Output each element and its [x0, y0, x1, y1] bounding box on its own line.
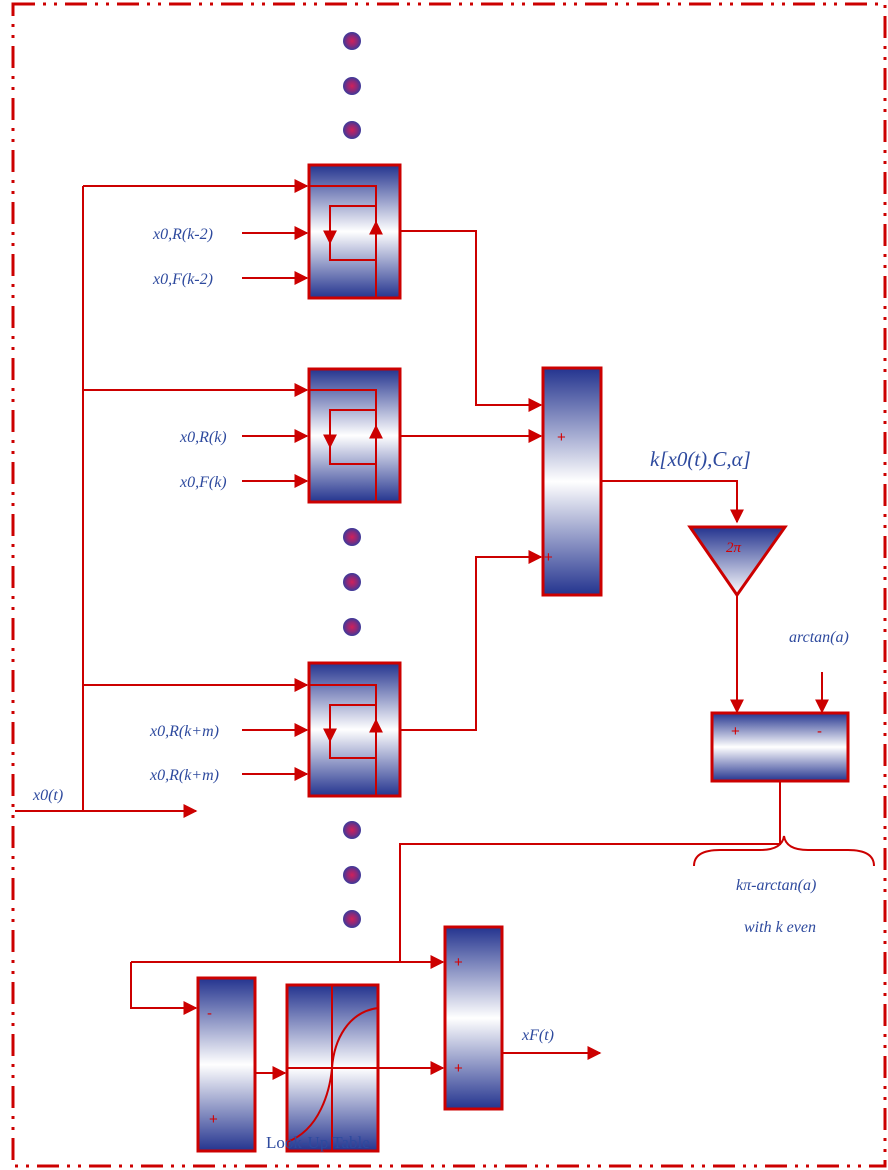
difference-block: [196, 976, 257, 1153]
input-label-lower-r1: x0,R(k+m): [149, 723, 219, 740]
switch-block-lower: [307, 661, 402, 798]
input-label-middle-f: x0,F(k): [179, 474, 227, 491]
final-sum-sign-top: +: [454, 954, 463, 971]
difference-sign-top: -: [207, 1005, 212, 1022]
input-bus: [15, 179, 309, 818]
final-sum-block: [443, 925, 504, 1111]
input-label-upper-f: x0,F(k-2): [152, 271, 213, 288]
ellipsis-dots-bottom: [343, 821, 361, 928]
final-sum-sign-bottom: +: [454, 1060, 463, 1077]
sum-sign-bottom: +: [544, 549, 553, 566]
subtractor-block: [710, 711, 850, 783]
ellipsis-dots-middle: [343, 528, 361, 636]
subtractor-sign-plus: +: [731, 723, 740, 740]
gain-block: [687, 525, 788, 598]
switch-block-middle: [307, 367, 402, 504]
switch-block-upper: [307, 163, 402, 300]
main-input-label: x0(t): [32, 787, 63, 804]
output-label: xF(t): [521, 1027, 554, 1044]
ellipsis-dots-top: [343, 32, 361, 139]
gain-label: 2π: [726, 540, 742, 556]
subtractor-sign-minus: -: [817, 723, 822, 740]
outer-frame: [11, 2, 887, 1168]
arctan-input-label: arctan(a): [789, 629, 849, 646]
brace-text-line1: kπ-arctan(a): [736, 877, 816, 894]
switch-input-arrows: [242, 226, 309, 781]
sum-to-gain-wire: [601, 480, 744, 524]
input-label-upper-r: x0,R(k-2): [152, 226, 213, 243]
diff-top-feedback-wire: [130, 962, 198, 1015]
sum-sign-top: +: [557, 429, 566, 446]
input-label-middle-r: x0,R(k): [179, 429, 227, 446]
difference-sign-bottom: +: [209, 1111, 218, 1128]
input-label-lower-r2: x0,R(k+m): [149, 767, 219, 784]
lookup-table-block: [285, 983, 380, 1153]
curly-brace: [693, 835, 875, 867]
subtractor-to-final-sum-wire: [399, 781, 781, 962]
lookup-table-label: Look-Up Table: [266, 1133, 370, 1152]
formula-label: k[x0(t),C,α]: [650, 447, 751, 471]
brace-text-line2: with k even: [744, 919, 816, 936]
switch-to-sum-wires: [400, 230, 543, 731]
